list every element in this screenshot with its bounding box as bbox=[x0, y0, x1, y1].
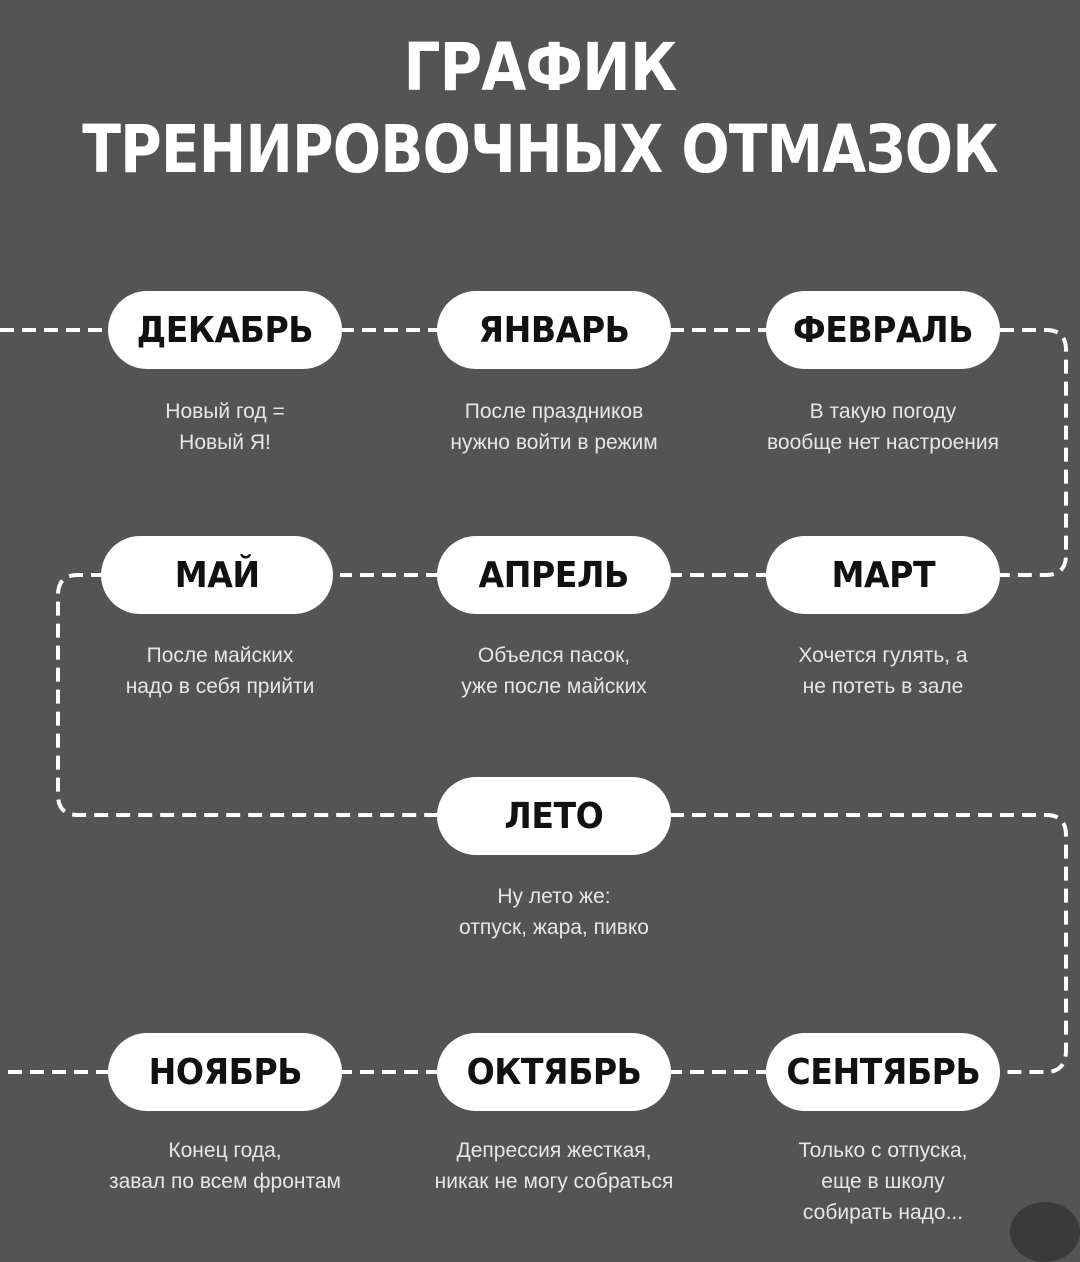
month-pill-september: СЕНТЯБРЬ bbox=[766, 1033, 1000, 1111]
month-pill-april: АПРЕЛЬ bbox=[437, 536, 671, 614]
excuse-october: Депрессия жесткая,никак не могу собратьс… bbox=[434, 1139, 674, 1193]
month-pill-march: МАРТ bbox=[766, 536, 1000, 614]
month-pill-summer: ЛЕТО bbox=[437, 777, 671, 855]
dashed-path bbox=[0, 328, 1068, 1074]
title-line-1: ГРАФИК bbox=[403, 29, 678, 106]
month-pill-january: ЯНВАРЬ bbox=[437, 291, 671, 369]
title-line-2: ТРЕНИРОВОЧНЫХ ОТМАЗОК bbox=[82, 111, 998, 188]
month-pill-december: ДЕКАБРЬ bbox=[108, 291, 342, 369]
connector-feb-mar bbox=[1000, 328, 1068, 577]
month-pill-february: ФЕВРАЛЬ bbox=[766, 291, 1000, 369]
connector-may-summer bbox=[56, 573, 440, 817]
month-pill-october: ОКТЯБРЬ bbox=[437, 1033, 671, 1111]
month-pill-may: МАЙ bbox=[101, 536, 333, 614]
excuse-april: Объелся пасок,уже после майских bbox=[461, 644, 647, 698]
excuse-november: Конец года,завал по всем фронтам bbox=[109, 1139, 341, 1193]
corner-shadow bbox=[1010, 1202, 1080, 1262]
excuse-summer: Ну лето же:отпуск, жара, пивко bbox=[459, 885, 649, 939]
excuse-december: Новый год =Новый Я! bbox=[165, 400, 285, 454]
month-pill-november: НОЯБРЬ bbox=[108, 1033, 342, 1111]
connector-summer-sep bbox=[670, 813, 1068, 1074]
